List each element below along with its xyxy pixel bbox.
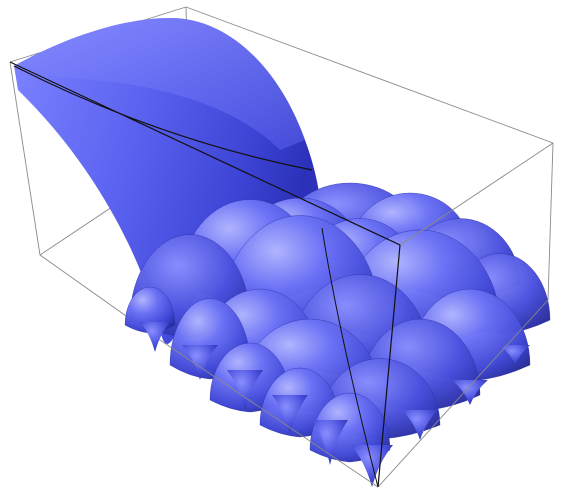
box-edge-front — [377, 244, 401, 488]
surface-sheet-highlight — [14, 18, 305, 150]
box-edge — [185, 6, 554, 144]
box-edge — [377, 299, 549, 488]
surface-cusp — [272, 395, 308, 435]
box-edge-front — [9, 61, 401, 246]
surface-contour-line — [13, 65, 313, 171]
surface-cusp — [140, 322, 170, 352]
surface-group — [14, 18, 551, 487]
surface-cusp — [227, 370, 263, 410]
box-edge — [399, 142, 554, 246]
box-edge — [9, 61, 41, 256]
surface-cusp — [351, 445, 393, 487]
surface-cusp — [452, 380, 488, 405]
bounding-box-front-edges — [9, 61, 554, 488]
surface-contour-line — [321, 227, 379, 488]
surface-cusp — [182, 345, 218, 380]
box-edge — [547, 142, 554, 301]
box-edge — [159, 339, 379, 488]
surface-cusp — [312, 420, 348, 465]
surface-dome — [124, 286, 176, 334]
surface-cusp — [402, 410, 438, 440]
surface-cusp — [500, 345, 530, 365]
